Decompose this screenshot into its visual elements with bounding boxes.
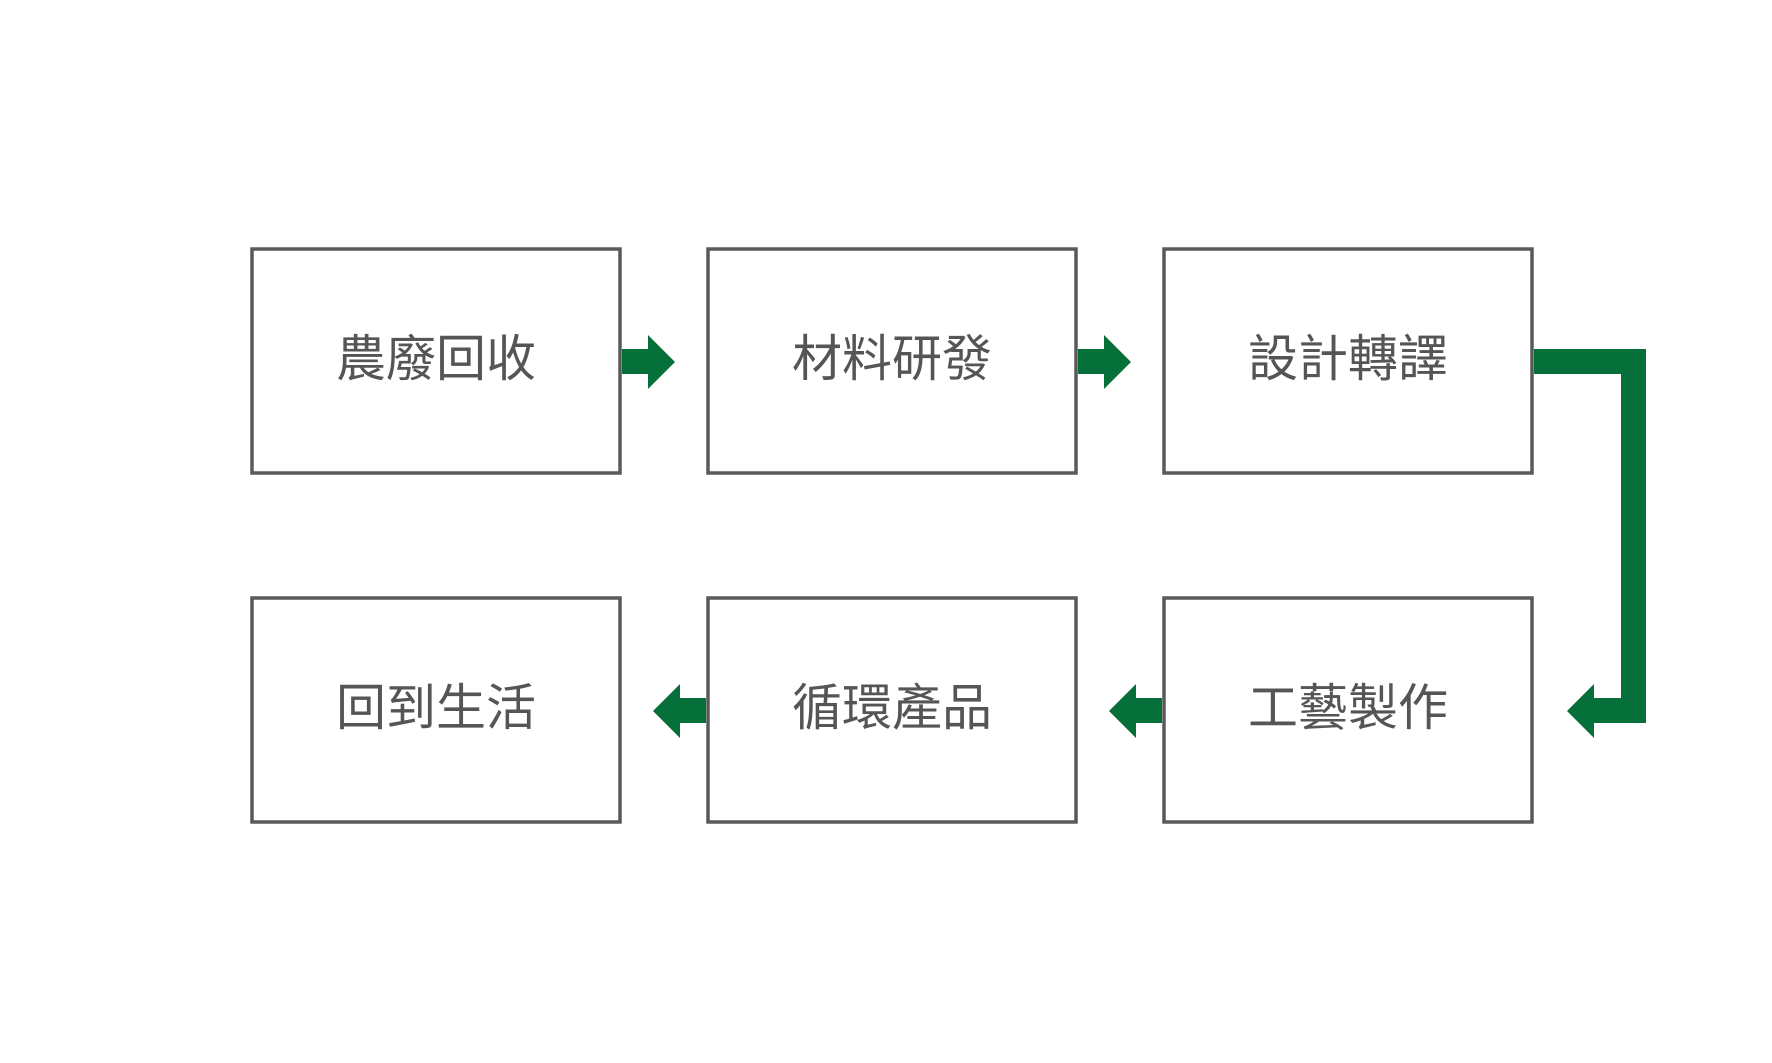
step-1: 農廢回收 xyxy=(250,247,622,475)
step-6-box xyxy=(250,596,622,824)
step-4-label: 工藝製作 xyxy=(1248,679,1448,737)
arrow-right-icon xyxy=(1078,335,1131,389)
arrow-left-icon xyxy=(653,684,706,738)
step-2-box xyxy=(706,247,1078,475)
step-3: 設計轉譯 xyxy=(1162,247,1534,475)
arrow-left-icon xyxy=(1109,684,1162,738)
step-5-box xyxy=(706,596,1078,824)
step-6: 回到生活 xyxy=(250,596,622,824)
connector-elbow-arrow-icon xyxy=(1534,349,1646,738)
step-5: 循環產品 xyxy=(706,596,1078,824)
step-3-box xyxy=(1162,247,1534,475)
step-4: 工藝製作 xyxy=(1162,596,1534,824)
step-2: 材料研發 xyxy=(706,247,1078,475)
arrow-right-icon xyxy=(622,335,675,389)
step-2-label: 材料研發 xyxy=(792,330,992,388)
step-1-box xyxy=(250,247,622,475)
step-1-label: 農廢回收 xyxy=(336,330,536,388)
step-5-label: 循環產品 xyxy=(792,679,992,737)
step-6-label: 回到生活 xyxy=(336,679,536,737)
step-4-box xyxy=(1162,596,1534,824)
step-3-label: 設計轉譯 xyxy=(1248,330,1448,388)
